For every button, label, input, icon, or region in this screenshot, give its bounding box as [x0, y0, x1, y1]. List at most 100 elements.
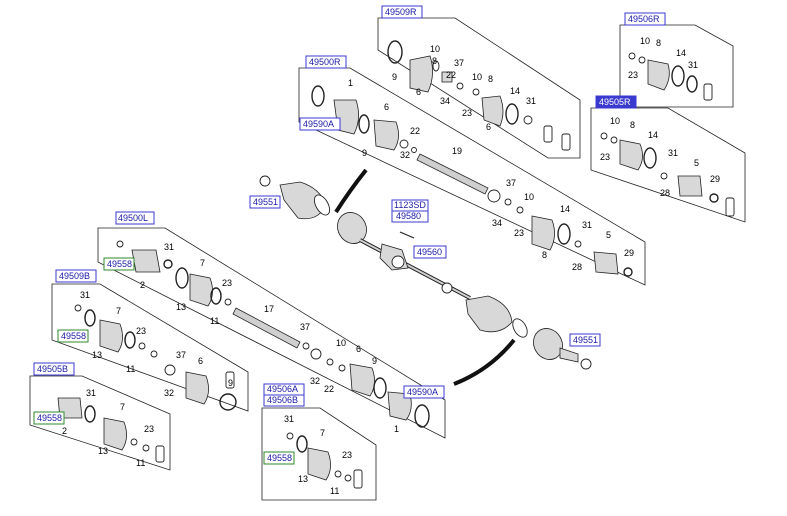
clamp-ring [296, 435, 308, 453]
ref-49500R[interactable]: 49500R [309, 57, 341, 67]
part-label: 10 [610, 116, 620, 126]
ref-box-49551-right[interactable] [569, 333, 601, 347]
boot-part [313, 194, 331, 216]
ref-49580[interactable]: 49580 [396, 211, 421, 221]
bearing-part [391, 255, 405, 269]
ref-49505B[interactable]: 49505B [37, 364, 68, 374]
snap-ring [600, 132, 608, 140]
ref-box-49558-a[interactable] [103, 257, 135, 271]
circlip [709, 193, 719, 203]
part-label: 37 [454, 58, 464, 68]
part-label: 7 [200, 258, 205, 268]
ref-49590A-bottom[interactable]: 49590A [407, 387, 438, 397]
part-label: 13 [92, 350, 102, 360]
part-label: 17 [264, 304, 274, 314]
part-label: 10 [640, 36, 650, 46]
ref-box-49505B[interactable] [33, 362, 75, 376]
part-label: 31 [526, 96, 536, 106]
part-label: 23 [144, 424, 154, 434]
ref-box-49509R[interactable] [381, 5, 423, 19]
ref-box-49551-left[interactable] [249, 195, 281, 209]
snap-ring [74, 304, 82, 312]
leader-arc [334, 168, 368, 214]
ref-box-49590A-top[interactable] [299, 117, 341, 131]
boot-part [189, 273, 213, 307]
ref-box-49558-c[interactable] [33, 411, 65, 425]
ref-49509B[interactable]: 49509B [59, 271, 90, 281]
ref-49506B[interactable]: 49506B [267, 395, 298, 405]
part-label: 31 [688, 60, 698, 70]
panel-49509R [377, 17, 581, 159]
part-label: 23 [462, 108, 472, 118]
snap-ring [138, 342, 146, 350]
ref-49558-a[interactable]: 49558 [107, 259, 132, 269]
snap-ring [142, 444, 150, 452]
part-label: 8 [432, 56, 437, 66]
boot-part [307, 447, 331, 481]
panel-49509B [51, 283, 249, 412]
ref-49509R[interactable]: 49509R [385, 7, 417, 17]
ref-49506A[interactable]: 49506A [267, 384, 298, 394]
boot-part [531, 215, 555, 251]
ref-49590A-top[interactable]: 49590A [303, 119, 334, 129]
ref-box-49505R[interactable] [595, 95, 637, 109]
boot-part [481, 95, 504, 127]
nut-part [580, 358, 592, 370]
ref-49558-b[interactable]: 49558 [61, 331, 86, 341]
ref-box-49506B[interactable] [263, 394, 305, 407]
boot-part [409, 55, 433, 93]
ref-49558-c[interactable]: 49558 [37, 413, 62, 423]
part-label: 7 [320, 428, 325, 438]
part-label: 10 [472, 72, 482, 82]
snap-ring [224, 298, 232, 306]
grease-tube [703, 83, 713, 101]
ref-49560[interactable]: 49560 [417, 247, 442, 257]
ref-box-49560[interactable] [413, 245, 447, 259]
ref-box-49590A-bottom[interactable] [403, 385, 445, 399]
ref-49551-left[interactable]: 49551 [253, 197, 278, 207]
shaft-part [416, 153, 489, 195]
ref-box-49509B[interactable] [55, 269, 97, 283]
clamp-ring [210, 287, 222, 305]
part-label: 13 [298, 474, 308, 484]
ref-49551-right[interactable]: 49551 [573, 335, 598, 345]
snap-ring [660, 172, 668, 180]
ref-box-49558-d[interactable] [263, 451, 295, 465]
part-label: 31 [164, 242, 174, 252]
clamp-ring [373, 377, 387, 399]
part-label: 10 [336, 338, 346, 348]
grease-tube [225, 371, 235, 389]
part-label: 14 [648, 130, 658, 140]
part-label: 10 [524, 192, 534, 202]
snap-ring [338, 364, 346, 372]
washer-part [610, 136, 618, 144]
part-label: 11 [330, 486, 339, 496]
ref-box-49500L[interactable] [115, 211, 155, 225]
part-label: 22 [410, 126, 420, 136]
part-label: 34 [492, 218, 502, 228]
ref-49500L[interactable]: 49500L [118, 213, 148, 223]
ref-box-49580[interactable] [391, 210, 429, 223]
ref-box-49558-b[interactable] [57, 329, 89, 343]
washer-part [399, 139, 409, 149]
boot-part [373, 119, 399, 151]
part-label: 8 [542, 250, 547, 260]
snap-ring [326, 358, 334, 366]
ref-box-49506R[interactable] [624, 12, 666, 26]
ref-49505R[interactable]: 49505R [599, 97, 631, 107]
grease-tube [561, 133, 571, 151]
part-label: 7 [120, 402, 125, 412]
washer-part [432, 60, 440, 72]
ref-box-49500R[interactable] [305, 55, 347, 69]
part-label: 1 [394, 424, 399, 434]
ref-49506R[interactable]: 49506R [628, 14, 660, 24]
clamp-ring [671, 65, 685, 87]
bearing-part [310, 348, 322, 360]
ref-1123SD[interactable]: 1123SD [394, 200, 426, 210]
part-label: 9 [372, 356, 377, 366]
part-label: 23 [628, 70, 638, 80]
washer-part [441, 282, 453, 294]
snap-ring [628, 52, 636, 60]
part-label: 6 [416, 87, 421, 97]
ref-49558-d[interactable]: 49558 [267, 453, 292, 463]
